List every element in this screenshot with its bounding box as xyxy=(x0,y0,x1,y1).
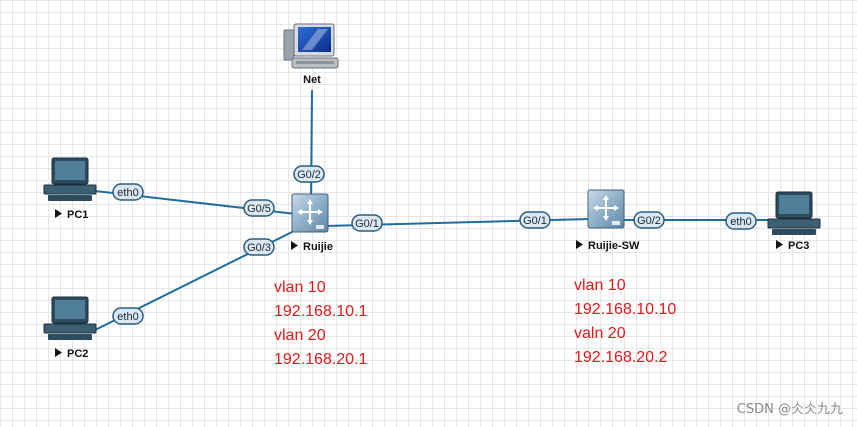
device-label-net: Net xyxy=(303,74,321,86)
port-label[interactable]: eth0 xyxy=(725,212,757,230)
port-label[interactable]: G0/3 xyxy=(243,238,275,256)
note-line: 192.168.10.10 xyxy=(574,301,677,318)
device-pc2[interactable]: PC2 xyxy=(43,296,97,360)
note-line: 192.168.10.1 xyxy=(274,303,368,320)
pc-label-arrow-icon xyxy=(55,209,62,218)
pc-label-arrow-icon xyxy=(55,348,62,357)
svg-text:G0/2: G0/2 xyxy=(297,169,321,181)
pc-icon xyxy=(43,157,97,201)
pc-label-arrow-icon xyxy=(776,240,783,249)
port-label[interactable]: G0/1 xyxy=(351,214,383,232)
svg-text:eth0: eth0 xyxy=(730,216,751,228)
device-label-ruijie: Ruijie xyxy=(303,241,333,253)
watermark: CSDN @仌仌九九 xyxy=(736,402,843,417)
port-label[interactable]: G0/1 xyxy=(519,211,551,229)
device-ruijie[interactable]: Ruijie xyxy=(291,193,333,253)
note-ruijie: vlan 10 192.168.10.1 vlan 20 192.168.20.… xyxy=(274,276,367,372)
device-label-pc2: PC2 xyxy=(67,348,88,360)
svg-text:G0/3: G0/3 xyxy=(247,242,271,254)
device-pc1[interactable]: PC1 xyxy=(43,157,97,221)
device-ruijie-sw[interactable]: Ruijie-SW xyxy=(576,189,640,252)
switch-label-arrow-icon xyxy=(576,240,583,249)
note-line: valn 20 xyxy=(574,325,626,342)
port-label[interactable]: G0/5 xyxy=(243,199,275,217)
port-label[interactable]: eth0 xyxy=(112,183,144,201)
note-ruijie-sw: vlan 10 192.168.10.10 valn 20 192.168.20… xyxy=(574,274,676,370)
note-line: vlan 10 xyxy=(274,279,326,296)
note-line: 192.168.20.2 xyxy=(574,349,668,366)
pc-icon xyxy=(767,191,821,235)
port-label[interactable]: eth0 xyxy=(112,307,144,325)
switch-label-arrow-icon xyxy=(291,241,298,250)
pc-icon xyxy=(43,296,97,340)
svg-text:G0/1: G0/1 xyxy=(523,215,547,227)
port-label[interactable]: G0/2 xyxy=(633,211,665,229)
device-label-pc1: PC1 xyxy=(67,209,88,221)
switch-icon xyxy=(587,189,625,229)
device-label-pc3: PC3 xyxy=(788,240,809,252)
svg-text:eth0: eth0 xyxy=(117,187,138,199)
note-line: vlan 20 xyxy=(274,327,326,344)
device-net[interactable]: Net xyxy=(283,23,339,86)
port-label[interactable]: G0/2 xyxy=(293,165,325,183)
svg-text:G0/1: G0/1 xyxy=(355,218,379,230)
monitor-icon xyxy=(283,23,339,69)
link-net-ruijie[interactable] xyxy=(310,89,313,201)
device-pc3[interactable]: PC3 xyxy=(767,191,821,252)
switch-icon xyxy=(291,193,329,233)
svg-text:G0/5: G0/5 xyxy=(247,203,271,215)
note-line: 192.168.20.1 xyxy=(274,351,368,368)
device-label-ruijie-sw: Ruijie-SW xyxy=(588,240,640,252)
svg-text:eth0: eth0 xyxy=(117,311,138,323)
note-line: vlan 10 xyxy=(574,277,626,294)
svg-text:G0/2: G0/2 xyxy=(637,215,661,227)
